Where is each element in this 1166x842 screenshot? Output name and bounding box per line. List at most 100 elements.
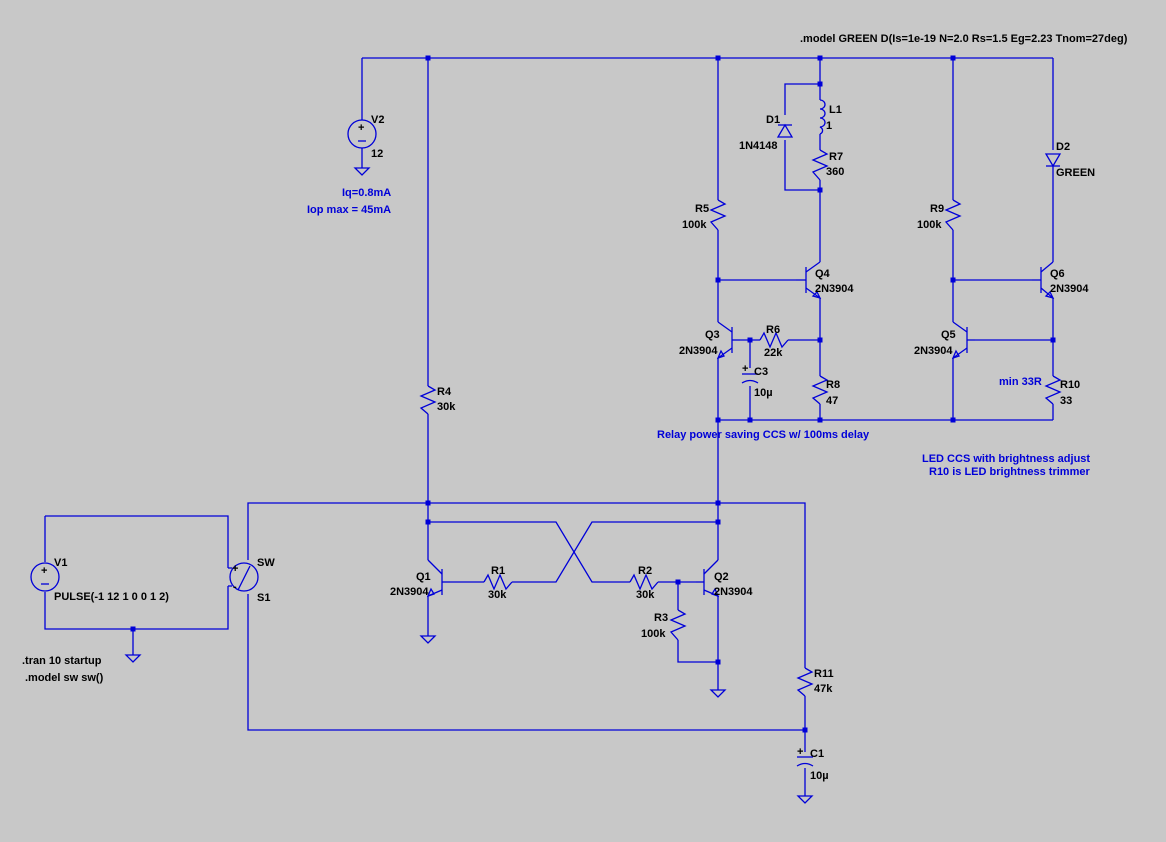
r8-value: 47 — [826, 395, 838, 407]
diode-d2[interactable] — [1044, 153, 1062, 168]
resistor-r9[interactable] — [944, 199, 962, 231]
transistor-q4[interactable] — [796, 261, 822, 300]
resistor-r2[interactable] — [629, 573, 659, 591]
junction-dot — [747, 337, 753, 343]
diode-d1[interactable] — [776, 123, 794, 138]
r11-name: R11 — [814, 668, 834, 680]
junction-dot — [817, 337, 823, 343]
ground-icon — [353, 167, 371, 176]
q5-name: Q5 — [941, 329, 956, 341]
r2-value: 30k — [636, 589, 655, 601]
c1-value: 10µ — [810, 770, 829, 782]
v1-value: PULSE(-1 12 1 0 0 1 2) — [54, 591, 169, 603]
v2-name: V2 — [371, 114, 384, 126]
resistor-r5[interactable] — [709, 199, 727, 231]
junction-dot — [675, 579, 681, 585]
svg-text:-: - — [233, 581, 237, 593]
wires — [44, 57, 1054, 796]
junction-dot — [715, 659, 721, 665]
junction-dot — [425, 519, 431, 525]
resistor-r3[interactable] — [669, 609, 687, 641]
r9-value: 100k — [917, 219, 942, 231]
q1-value: 2N3904 — [390, 586, 429, 598]
junction-dot — [747, 417, 753, 423]
svg-text:+: + — [41, 565, 47, 577]
d2-value: GREEN — [1056, 167, 1095, 179]
r7-name: R7 — [829, 151, 843, 163]
wire-r2-cross — [428, 521, 630, 583]
capacitor-c3[interactable]: + — [741, 363, 759, 384]
switch-s1[interactable]: + - — [228, 562, 259, 593]
directive-tran: .tran 10 startup — [22, 655, 102, 667]
directive-model-sw: .model sw sw() — [25, 672, 104, 684]
transistor-q6[interactable] — [1032, 261, 1055, 300]
r7-value: 360 — [826, 166, 844, 178]
s1-name: S1 — [257, 592, 270, 604]
r1-name: R1 — [491, 565, 505, 577]
svg-text:+: + — [232, 563, 238, 575]
capacitor-c1[interactable]: + — [796, 746, 814, 767]
junctions — [130, 55, 1056, 733]
r1-value: 30k — [488, 589, 507, 601]
resistor-r4[interactable] — [419, 385, 437, 415]
r5-value: 100k — [682, 219, 707, 231]
r8-name: R8 — [826, 379, 840, 391]
r2-name: R2 — [638, 565, 652, 577]
ground-icon — [796, 795, 814, 804]
inductor-l1[interactable] — [819, 99, 826, 135]
wire-switch-bottom — [247, 594, 805, 731]
voltage-source-v1[interactable]: + — [30, 562, 60, 592]
comment-iop: Iop max = 45mA — [307, 204, 391, 216]
junction-dot — [425, 55, 431, 61]
resistor-r8[interactable] — [811, 375, 829, 405]
comment-iq: Iq=0.8mA — [342, 187, 391, 199]
d1-value: 1N4148 — [739, 140, 778, 152]
ground-icon — [124, 654, 142, 663]
wire-d1-bottom — [784, 140, 820, 191]
voltage-source-v2[interactable]: + — [347, 119, 377, 149]
resistor-r6[interactable] — [759, 331, 789, 349]
resistor-r7[interactable] — [811, 149, 829, 181]
junction-dot — [715, 500, 721, 506]
junction-dot — [817, 81, 823, 87]
transistor-q2[interactable] — [696, 559, 720, 598]
l1-value: 1 — [826, 120, 832, 132]
wire-d1-top — [784, 83, 820, 115]
r11-value: 47k — [814, 683, 833, 695]
junction-dot — [130, 626, 136, 632]
transistor-q3[interactable] — [716, 321, 740, 360]
v1-name: V1 — [54, 557, 67, 569]
directive-model-green: .model GREEN D(Is=1e-19 N=2.0 Rs=1.5 Eg=… — [800, 33, 1128, 45]
wire-r3-bottom — [677, 640, 718, 663]
junction-dot — [950, 417, 956, 423]
ground-icon — [419, 635, 437, 644]
junction-dot — [1050, 337, 1056, 343]
r3-name: R3 — [654, 612, 668, 624]
resistor-r10[interactable] — [1044, 375, 1062, 405]
q5-value: 2N3904 — [914, 345, 953, 357]
wire-v1-bottom — [44, 586, 229, 630]
ground-symbols — [124, 167, 814, 804]
junction-dot — [715, 277, 721, 283]
junction-dot — [715, 519, 721, 525]
l1-name: L1 — [829, 104, 842, 116]
q4-name: Q4 — [815, 268, 831, 280]
r6-name: R6 — [766, 324, 780, 336]
resistor-r11[interactable] — [796, 667, 814, 697]
transistor-q5[interactable] — [951, 321, 975, 360]
q1-name: Q1 — [416, 571, 431, 583]
transistor-q1[interactable] — [426, 559, 450, 598]
resistor-r1[interactable] — [483, 573, 513, 591]
junction-dot — [715, 55, 721, 61]
junction-dot — [950, 55, 956, 61]
q6-name: Q6 — [1050, 268, 1065, 280]
q3-value: 2N3904 — [679, 345, 718, 357]
svg-text:+: + — [797, 746, 803, 758]
r4-value: 30k — [437, 401, 456, 413]
svg-text:+: + — [742, 363, 748, 375]
junction-dot — [950, 277, 956, 283]
c1-name: C1 — [810, 748, 824, 760]
r3-value: 100k — [641, 628, 666, 640]
